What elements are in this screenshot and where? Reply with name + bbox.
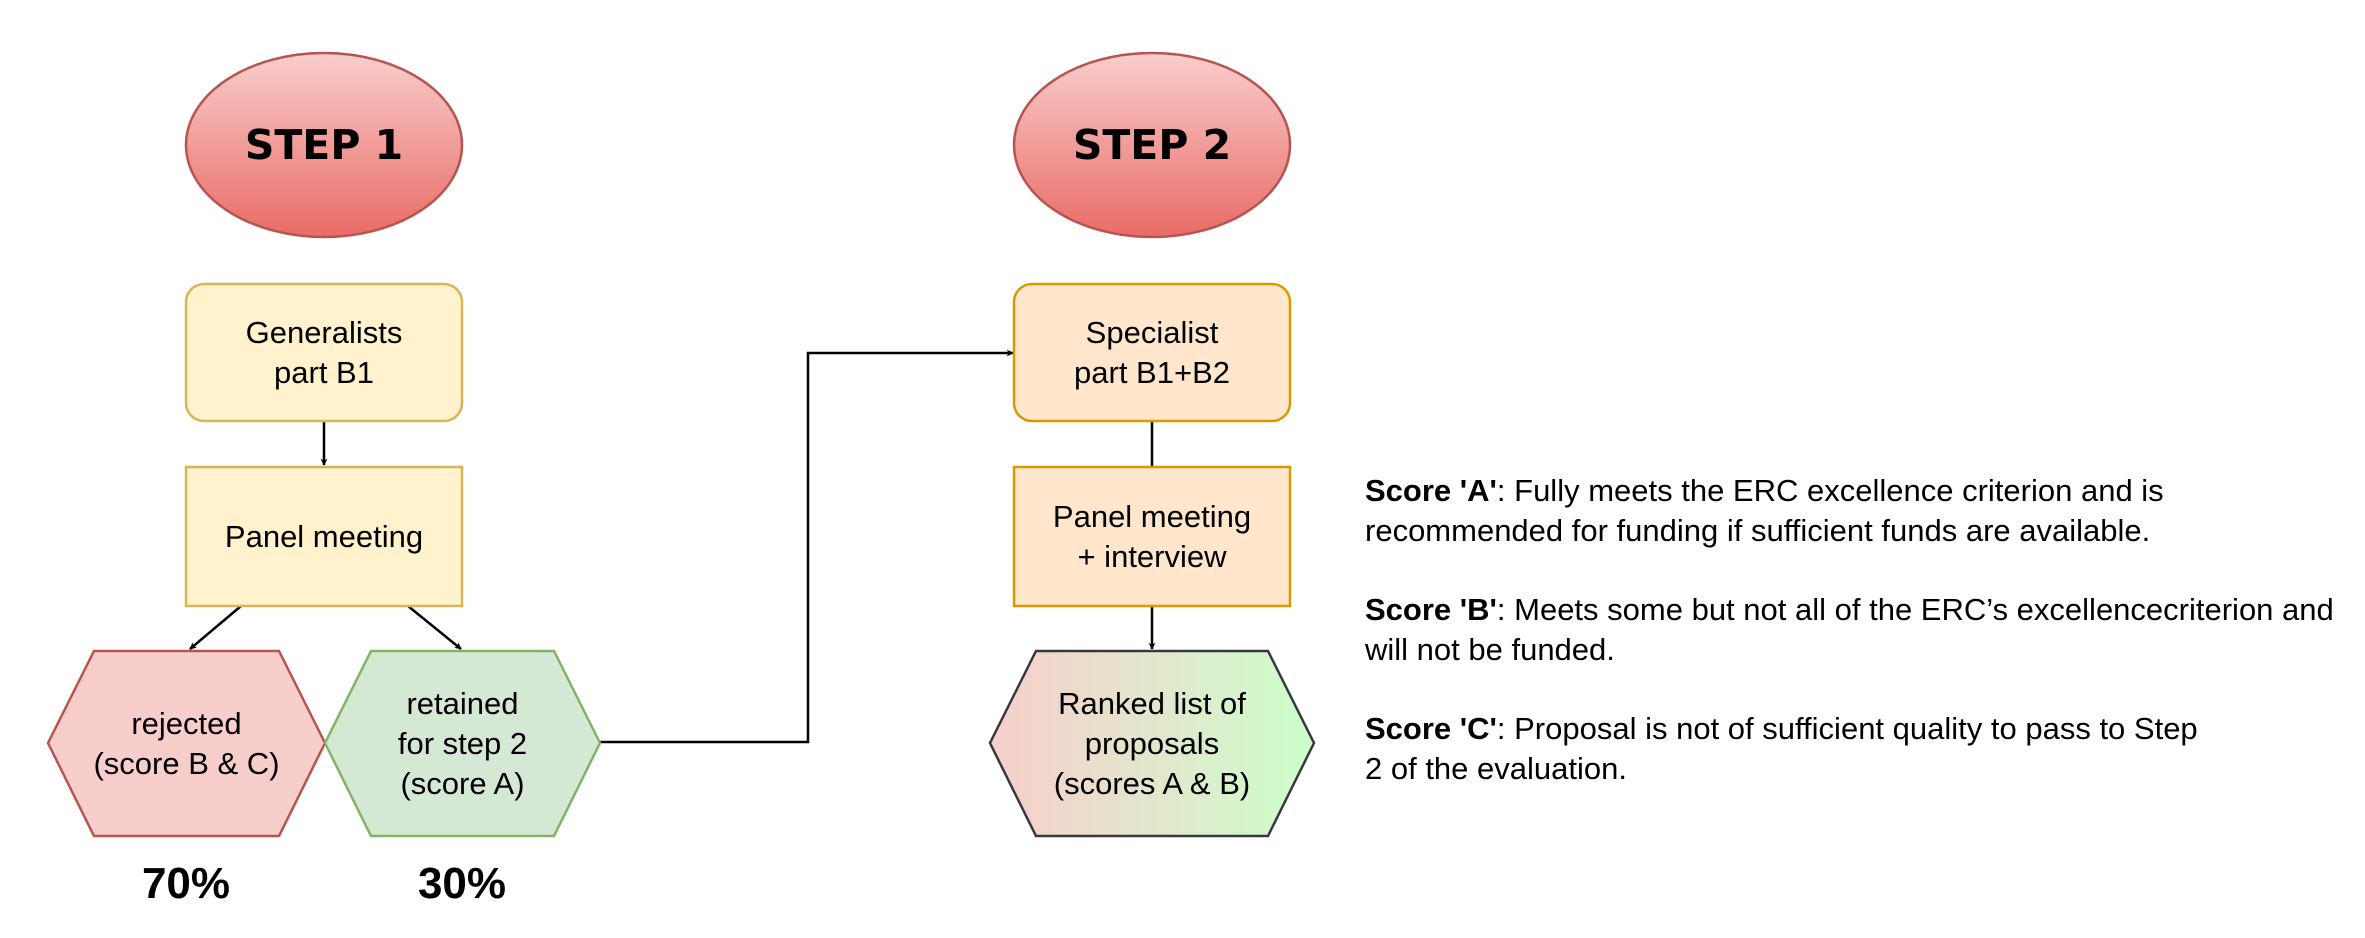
generalists-box	[184, 282, 464, 423]
panel-meeting-box	[184, 465, 464, 608]
score-legend-c: Score 'C': Proposal is not of sufficient…	[1365, 709, 2205, 789]
score-b-label: Score 'B'	[1365, 592, 1497, 627]
score-legend-a: Score 'A': Fully meets the ERC excellenc…	[1365, 471, 2355, 551]
arrow-panel-to-retained	[407, 605, 462, 650]
retained-label: retained for step 2 (score A)	[397, 685, 528, 801]
score-a-label: Score 'A'	[1365, 473, 1497, 508]
ranked-list-label: Ranked list of proposals (scores A & B)	[1053, 685, 1251, 801]
panel-interview-box	[1012, 465, 1292, 608]
score-c-label: Score 'C'	[1365, 711, 1497, 746]
score-c-text: : Proposal is not of sufficient quality …	[1365, 711, 2198, 786]
arrow-panel-to-rejected	[189, 605, 242, 650]
step1-ellipse	[184, 51, 464, 239]
panel-meeting-label: Panel meeting	[224, 518, 424, 554]
arrow-retained-to-specialist	[600, 349, 1014, 744]
step2-ellipse	[1012, 51, 1292, 239]
ranked-list-hexagon	[988, 649, 1316, 838]
generalists-label: Generalists part B1	[245, 314, 403, 390]
step2-title: STEP 2	[1072, 121, 1232, 169]
retained-percentage: 30%	[417, 859, 507, 908]
score-b-text: : Meets some but not all of the ERC’s ex…	[1365, 592, 2334, 667]
rejected-hexagon	[46, 649, 327, 838]
score-a-text: : Fully meets the ERC excellence criteri…	[1365, 473, 2164, 548]
step1-title: STEP 1	[244, 121, 404, 169]
rejected-label: rejected (score B & C)	[93, 705, 280, 781]
specialist-box	[1012, 282, 1292, 423]
retained-hexagon	[323, 649, 602, 838]
specialist-label: Specialist part B1+B2	[1074, 314, 1230, 390]
connectors	[189, 349, 1156, 744]
score-legend-b: Score 'B': Meets some but not all of the…	[1365, 590, 2355, 670]
rejected-percentage: 70%	[141, 859, 231, 908]
panel-interview-label: Panel meeting + interview	[1052, 498, 1252, 574]
